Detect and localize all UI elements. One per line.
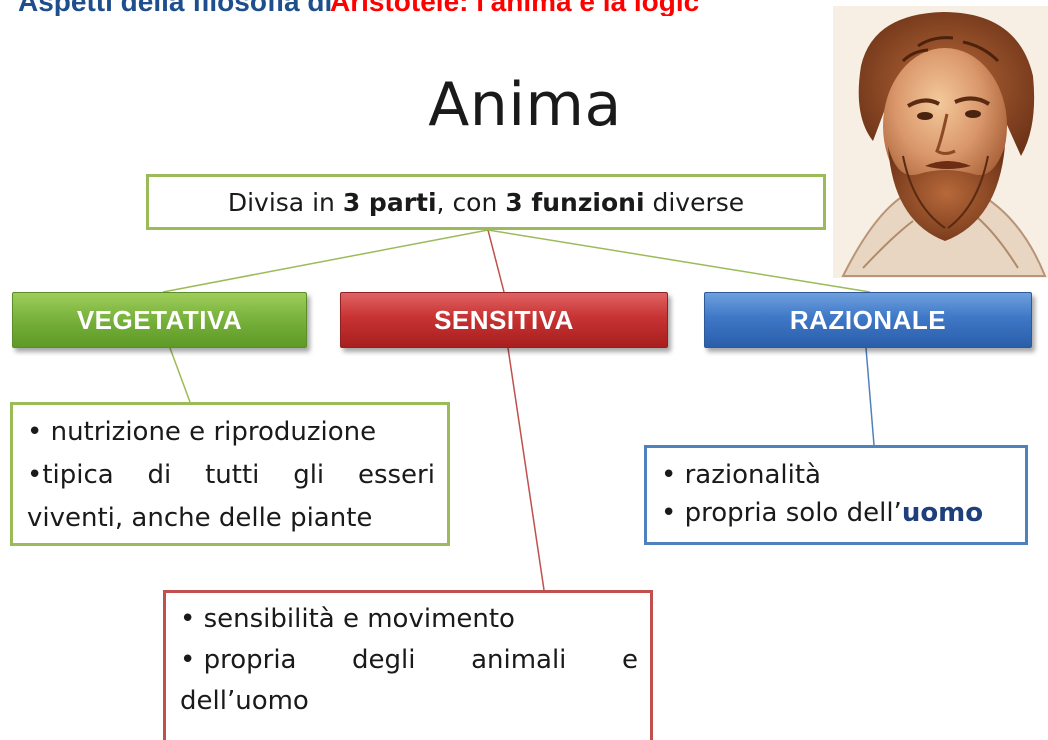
summary-bold-parts: 3 parti [342,187,437,217]
word: gli [293,460,325,490]
connector-summary-razionale [487,229,871,293]
word: tutti [205,460,260,490]
connector-summary-sensitiva [487,229,505,293]
page-title: Anima [428,70,622,140]
word: • propria [180,645,297,675]
connector-vegetativa-detail [169,347,191,403]
detail-line: • sensibilità e movimento [180,604,515,634]
word: di [147,460,172,490]
detail-line: dell’uomo [180,686,309,716]
detail-box-vegetativa: • nutrizione e riproduzione •tipica di t… [10,402,450,546]
category-vegetativa: VEGETATIVA [12,292,307,348]
word: e [621,645,638,675]
detail-line-justified: •tipica di tutti gli esseri [27,454,435,497]
word: degli [352,645,416,675]
detail-text: • propria solo dell’ [661,498,902,528]
detail-box-razionale: • razionalità • propria solo dell’uomo [644,445,1028,545]
portrait-icon [833,6,1048,278]
detail-line: • propria solo dell’uomo [661,494,1013,532]
connector-summary-vegetativa [162,229,489,293]
summary-middle: , con [436,187,498,217]
summary-bold-functions: 3 funzioni [505,187,645,217]
detail-box-sensitiva: • sensibilità e movimento • propria degl… [163,590,653,740]
detail-line: viventi, anche delle piante [27,503,373,533]
header-right-text: Aristotele: l'anima e la logica [330,0,700,16]
connector-sensitiva-detail [507,347,545,591]
connector-razionale-detail [865,347,875,446]
header-left-text: Aspetti della filosofia di [18,0,333,16]
summary-suffix: diverse [652,187,745,217]
detail-line: • nutrizione e riproduzione [27,417,377,447]
word: •tipica [27,460,114,490]
detail-line-justified: • propria degli animali e [180,640,638,681]
summary-prefix: Divisa in [227,187,335,217]
summary-box: Divisa in 3 parti, con 3 funzioni divers… [146,174,826,230]
word: animali [471,645,567,675]
clipped-header: Aspetti della filosofia di Aristotele: l… [0,0,700,16]
word: esseri [357,460,435,490]
detail-bold-uomo: uomo [901,498,984,528]
category-sensitiva: SENSITIVA [340,292,668,348]
category-razionale: RAZIONALE [704,292,1032,348]
portrait-illustration [833,6,1048,278]
detail-line: • razionalità [661,460,821,490]
